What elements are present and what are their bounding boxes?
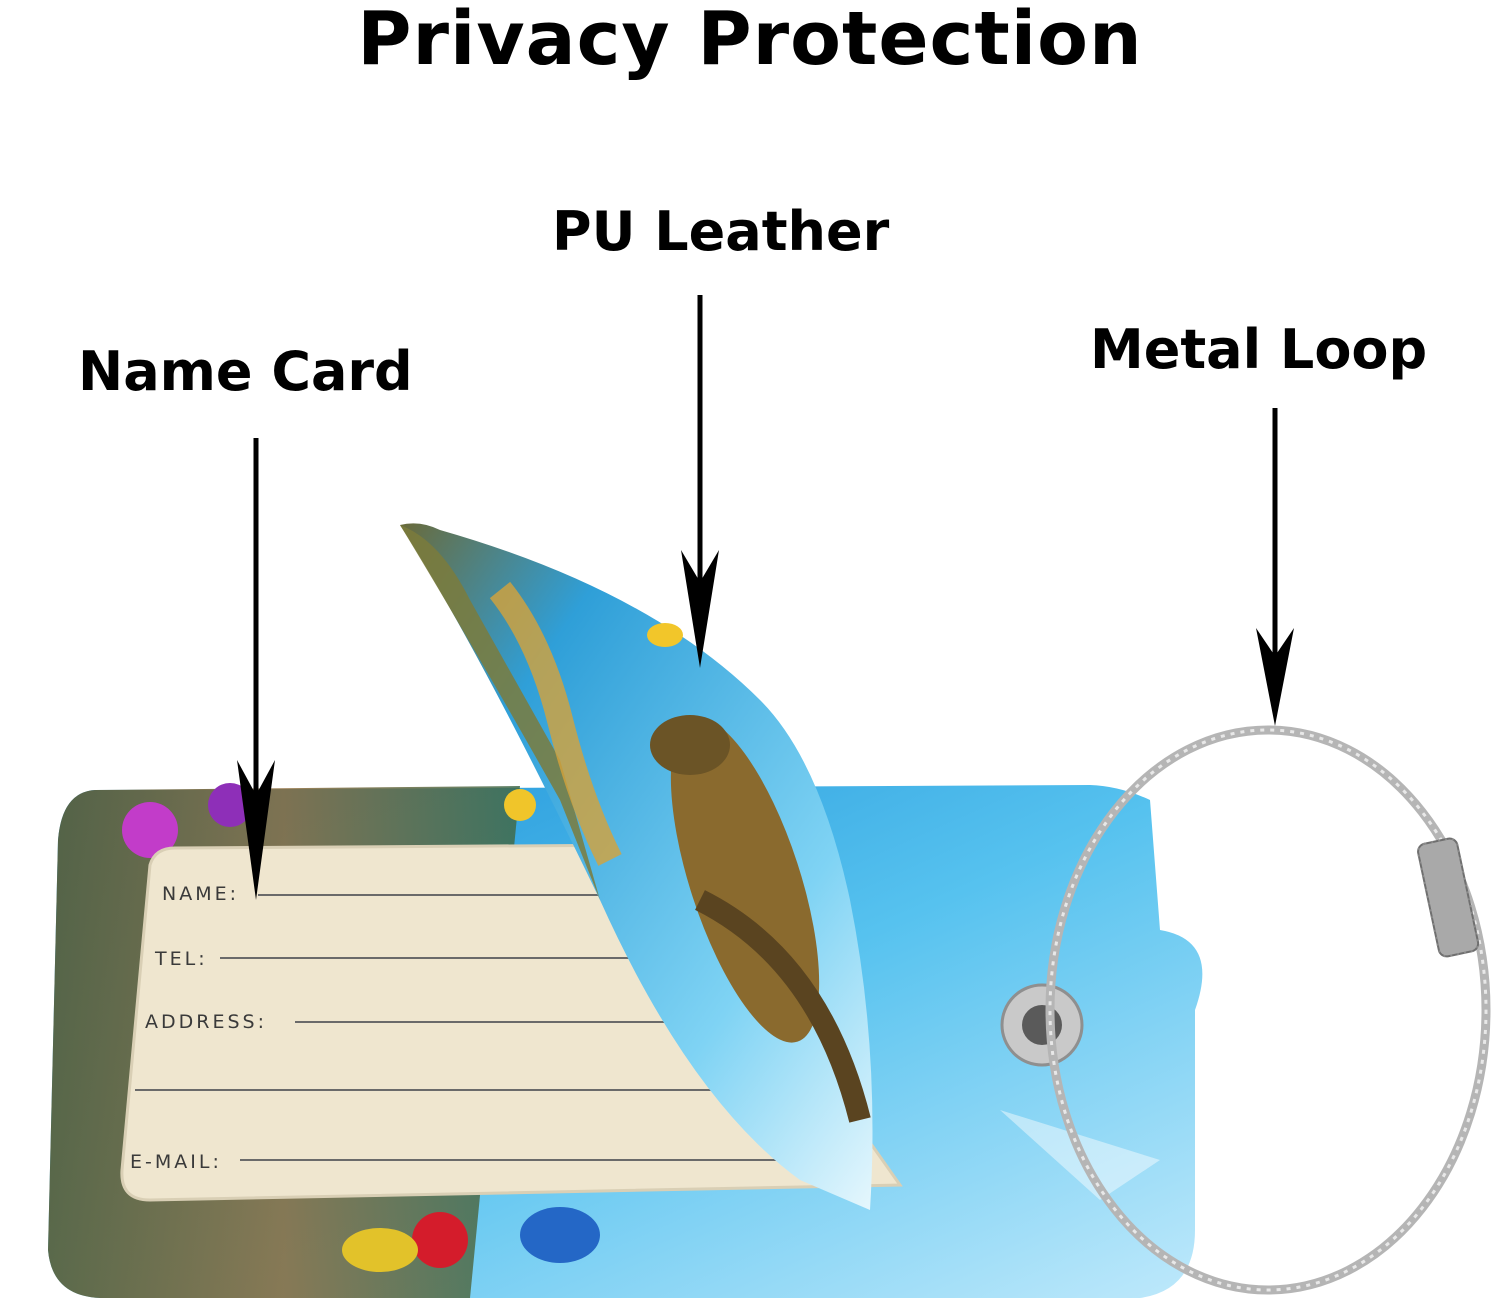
name-card-arrow — [237, 438, 275, 900]
leather-flap — [400, 523, 873, 1210]
page-title: Privacy Protection — [357, 0, 1143, 82]
pu-leather-arrow — [681, 295, 719, 668]
card-field-email: E-MAIL: — [130, 1151, 222, 1173]
name-card-label: Name Card — [78, 340, 413, 403]
card-field-address: ADDRESS: — [145, 1011, 267, 1033]
grommet — [1000, 983, 1084, 1067]
card-field-tel: TEL: — [154, 948, 208, 970]
card-field-name: NAME: — [162, 883, 239, 905]
pu-leather-label: PU Leather — [552, 200, 890, 263]
metal-loop — [1045, 725, 1491, 1295]
metal-loop-arrow — [1256, 408, 1294, 726]
metal-loop-label: Metal Loop — [1090, 318, 1428, 381]
